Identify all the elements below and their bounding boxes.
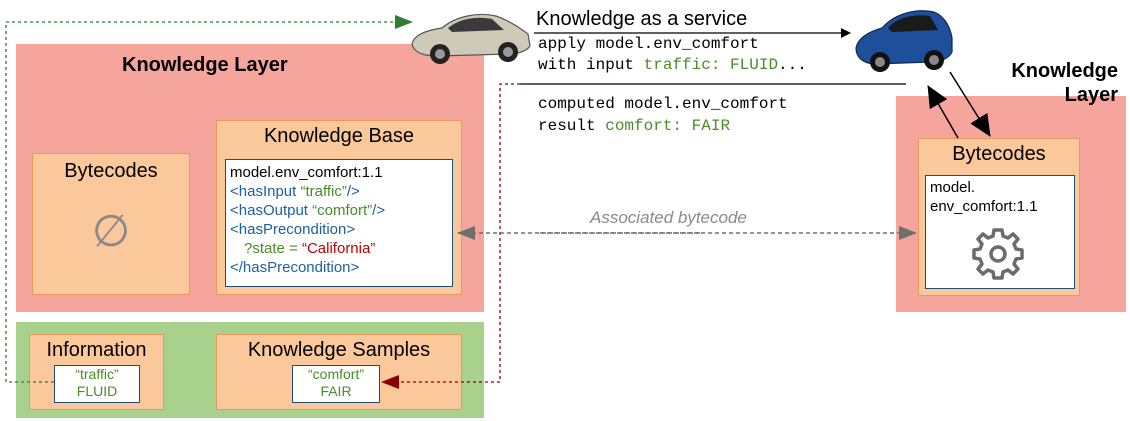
- kb-has-input: <hasInput “traffic”/>: [230, 182, 448, 201]
- kb-state-rhs: “California”: [301, 240, 376, 257]
- knowledge-samples-title: Knowledge Samples: [247, 339, 431, 361]
- bytecodes-right-box: Bytecodes model. env_comfort:1.1: [918, 138, 1080, 296]
- bytecodes-to-car-arrow: [927, 85, 959, 139]
- response-line1: computed model.env_comfort: [538, 95, 788, 113]
- response-line2-prefix: result: [538, 117, 606, 135]
- empty-set-icon: ∅: [91, 207, 131, 256]
- right-layer-title-line1: Knowledge: [1011, 60, 1118, 82]
- kb-has-input-close: />: [346, 183, 360, 200]
- request-line2-suffix: ...: [778, 56, 807, 74]
- response-to-samples-connector: [381, 83, 520, 389]
- knowledge-base-title: Knowledge Base: [263, 125, 415, 147]
- right-layer-title-line2: Layer: [1064, 84, 1118, 106]
- left-car-icon: [411, 13, 531, 64]
- bytecodes-right-line2: env_comfort:1.1: [930, 198, 1038, 215]
- information-title: Information: [46, 339, 147, 361]
- request-heading: Knowledge as a service: [536, 8, 748, 30]
- knowledge-base-content: model.env_comfort:1.1 <hasInput “traffic…: [225, 159, 453, 287]
- information-to-car-connector: [5, 15, 413, 383]
- kb-has-input-tag: <hasInput: [230, 183, 301, 200]
- kb-has-output-value: “comfort”: [312, 202, 373, 219]
- bytecodes-right-content: model. env_comfort:1.1: [925, 175, 1075, 289]
- request-line1: apply model.env_comfort: [538, 35, 759, 53]
- left-layer-title: Knowledge Layer: [122, 54, 288, 76]
- kb-model-name: model.env_comfort:1.1: [230, 163, 448, 182]
- kb-has-output: <hasOutput “comfort”/>: [230, 201, 448, 220]
- bytecodes-right-line1: model.: [930, 179, 976, 196]
- kb-has-output-tag: <hasOutput: [230, 202, 313, 219]
- kb-state-lhs: ?state =: [244, 240, 302, 257]
- right-car-icon: [855, 10, 953, 72]
- associated-bytecode-label: Associated bytecode: [590, 208, 747, 227]
- bytecodes-left-title: Bytecodes: [64, 160, 158, 182]
- kb-precondition-close: </hasPrecondition>: [230, 259, 360, 276]
- car-to-bytecodes-arrow: [949, 71, 991, 137]
- information-key: “traffic”: [75, 366, 119, 382]
- knowledge-samples-sample: “comfort” FAIR: [292, 365, 380, 403]
- bytecodes-left-box: Bytecodes ∅: [32, 153, 190, 295]
- knowledge-samples-value: FAIR: [320, 383, 352, 399]
- bytecodes-right-title: Bytecodes: [952, 143, 1046, 165]
- knowledge-base-box: Knowledge Base model.env_comfort:1.1 <ha…: [216, 120, 462, 295]
- information-box: Information “traffic” FLUID: [29, 334, 164, 410]
- request-line2-prefix: with input: [538, 56, 644, 74]
- kb-has-output-close: />: [372, 202, 386, 219]
- kb-model-name-text: model.env_comfort:1.1: [230, 164, 383, 181]
- kb-has-input-value: “traffic”: [300, 183, 347, 200]
- kb-state: ?state = “California”: [230, 239, 448, 258]
- response-line2-value: comfort: FAIR: [605, 117, 731, 135]
- kb-precondition-open: <hasPrecondition>: [230, 221, 356, 238]
- request-line2-value: traffic: FLUID: [643, 56, 779, 74]
- information-value: FLUID: [76, 383, 118, 399]
- information-sample: “traffic” FLUID: [54, 365, 140, 403]
- request-line2: with input traffic: FLUID...: [538, 55, 807, 76]
- response-line2: result comfort: FAIR: [538, 116, 730, 137]
- knowledge-samples-box: Knowledge Samples “comfort” FAIR: [216, 334, 462, 410]
- knowledge-samples-key: “comfort”: [308, 366, 364, 382]
- gear-icon: [972, 228, 1024, 280]
